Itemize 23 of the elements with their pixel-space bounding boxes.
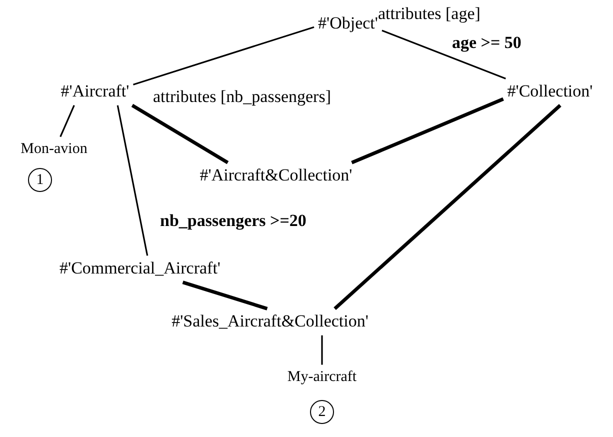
connector-line: [321, 335, 323, 365]
class-label: #'Object': [318, 14, 378, 34]
condition-label: age >= 50: [452, 34, 522, 53]
condition-label: nb_passengers >=20: [160, 212, 306, 231]
connector-line: [60, 105, 75, 138]
connector-line: [351, 97, 504, 164]
callout-number: 2: [310, 400, 334, 424]
class-label: #'Collection': [507, 82, 593, 102]
class-label: #'Aircraft&Collection': [200, 166, 352, 186]
instance-label: Mon-avion: [20, 140, 88, 158]
connector-line: [132, 26, 314, 86]
connector-line: [116, 105, 148, 256]
connector-line: [131, 104, 229, 164]
attribute-note: attributes [nb_passengers]: [153, 88, 331, 107]
connector-line: [182, 280, 268, 310]
class-label: #'Sales_Aircraft&Collection': [172, 312, 368, 332]
attribute-note: attributes [age]: [378, 5, 480, 24]
callout-number: 1: [28, 168, 52, 192]
class-label: #'Commercial_Aircraft': [60, 260, 220, 278]
connector-line: [334, 104, 562, 310]
class-label: #'Aircraft': [60, 82, 130, 102]
connector-line: [382, 30, 506, 80]
instance-label: My-aircraft: [287, 368, 357, 386]
